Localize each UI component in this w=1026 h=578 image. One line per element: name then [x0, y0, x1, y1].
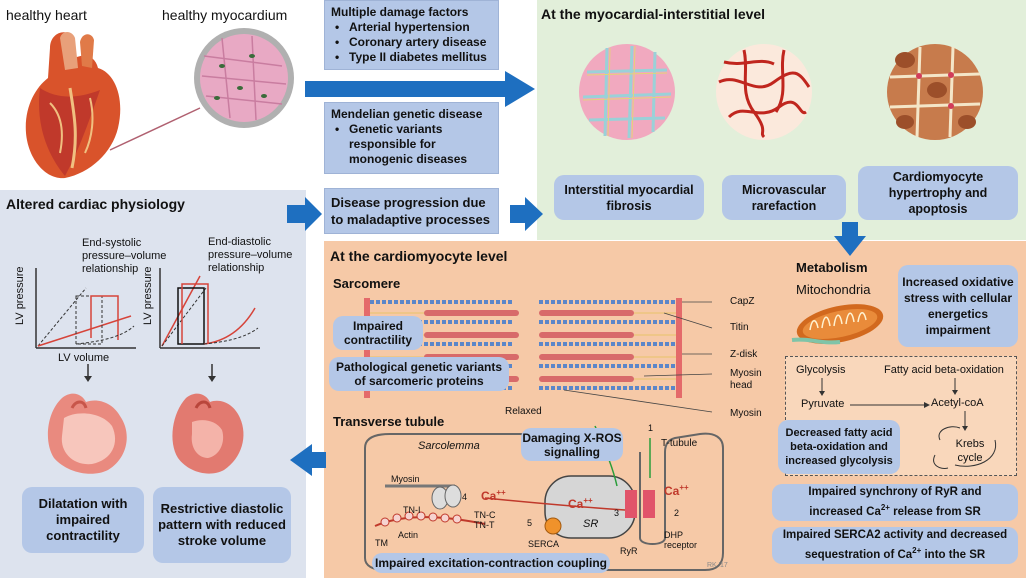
restrictive-heart-illustration	[172, 393, 244, 474]
krebs-label: Krebs cycle	[955, 438, 985, 464]
tt-tni: TN-I	[403, 505, 421, 515]
serca-line1: Impaired SERCA2 activity and decreased	[782, 529, 1008, 542]
graph2-label: End-diastolic pressure–volume relationsh…	[208, 236, 293, 274]
progression-text: Disease progression due to maladaptive p…	[331, 195, 490, 227]
oxidative-box: Increased oxidative stress with cellular…	[898, 265, 1018, 347]
progression-box: Disease progression due to maladaptive p…	[324, 188, 499, 234]
ryr-box: Impaired synchrony of RyR and increased …	[772, 484, 1018, 521]
tt-n4: 4	[462, 492, 468, 502]
mitochondria-illustration	[791, 304, 884, 345]
sarc-label-zdisk: Z-disk	[730, 349, 758, 360]
tt-ca-2: Ca++	[568, 496, 593, 511]
sarcolemma-label: Sarcolemma	[418, 440, 480, 452]
ttubule-label: T-tubule	[661, 438, 698, 449]
restrictive-label: Restrictive diastolic pattern with reduc…	[158, 501, 286, 548]
coupling-box: Impaired excitation-contraction coupling	[372, 553, 610, 573]
graph1-xlabel: LV volume	[58, 352, 110, 364]
physiology-title: Altered cardiac physiology	[6, 196, 185, 212]
sarcomere-title: Sarcomere	[333, 276, 401, 291]
tt-ca-1: Ca++	[481, 488, 506, 503]
pyruvate-label: Pyruvate	[801, 398, 845, 410]
tt-ca-3: Ca++	[664, 483, 689, 498]
tt-tm: TM	[375, 538, 388, 548]
ryr-line2: increased Ca2+ release from SR	[809, 503, 981, 518]
healthy-myocardium-label: healthy myocardium	[162, 7, 288, 23]
transverse-tubule-diagram	[364, 425, 724, 571]
ryr-line1: Impaired synchrony of RyR and	[808, 486, 982, 499]
hypertrophy-label-box: Cardiomyocyte hypertrophy and apoptosis	[858, 166, 1018, 220]
damage-item: Coronary artery disease	[331, 35, 492, 50]
dilatation-label: Dilatation with impaired contractility	[38, 496, 128, 543]
decreased-label: Decreased fatty acid beta-oxidation and …	[785, 427, 893, 467]
damaging-box: Damaging X-ROS signalling	[521, 428, 623, 461]
dilatation-box: Dilatation with impaired contractility	[22, 487, 144, 553]
pathological-box: Pathological genetic variants of sarcome…	[329, 357, 509, 391]
coupling-label: Impaired excitation-contraction coupling	[374, 556, 608, 570]
sarc-label-titin: Titin	[730, 322, 749, 333]
fatty-acid-label: Fatty acid beta-oxidation	[884, 364, 1004, 376]
restrictive-box: Restrictive diastolic pattern with reduc…	[153, 487, 291, 563]
damage-title: Multiple damage factors	[331, 5, 469, 19]
transverse-title: Transverse tubule	[333, 414, 445, 429]
sarc-label-myosin: Myosin	[730, 408, 762, 419]
tt-n3: 3	[614, 508, 620, 518]
acetyl-label: Acetyl-coA	[931, 397, 984, 409]
fibrosis-label-box: Interstitial myocardial fibrosis	[554, 175, 704, 220]
tt-n5: 5	[527, 518, 533, 528]
oxidative-label: Increased oxidative stress with cellular…	[902, 275, 1014, 337]
damage-factors-box: Multiple damage factors Arterial hyperte…	[324, 0, 499, 70]
main-arrow-icon	[287, 71, 866, 476]
graph1-ylabel: LV pressure	[14, 266, 26, 326]
myocardium-circle	[194, 28, 294, 128]
damage-item: Arterial hypertension	[331, 20, 492, 35]
metabolism-title: Metabolism	[796, 260, 868, 275]
tt-sr: SR	[583, 518, 599, 530]
tt-tnc: TN-C	[474, 510, 496, 520]
tt-dhp: DHP receptor	[664, 530, 698, 550]
tt-n2: 2	[674, 508, 680, 518]
tt-actin: Actin	[398, 530, 419, 540]
healthy-heart-label: healthy heart	[6, 7, 87, 23]
sarc-label-myosin-head: Myosin head	[730, 368, 762, 391]
heart-illustration	[25, 32, 121, 179]
decreased-box: Decreased fatty acid beta-oxidation and …	[778, 420, 900, 474]
metabolism-arrows	[819, 378, 997, 469]
microvascular-label-box: Microvascular rarefaction	[722, 175, 846, 220]
sarc-label-capz: CapZ	[730, 296, 755, 307]
heart-to-myocardium-arrow	[109, 107, 201, 151]
cardiomyocyte-title: At the cardiomyocyte level	[330, 248, 508, 264]
pathological-label: Pathological genetic variants of sarcome…	[335, 360, 503, 388]
dilated-heart-illustration	[47, 393, 127, 474]
mendelian-title: Mendelian genetic disease	[331, 107, 483, 121]
relaxed-label: Relaxed	[505, 406, 542, 417]
pv-graph-2	[159, 268, 260, 349]
hypertrophy-label: Cardiomyocyte hypertrophy and apoptosis	[888, 170, 988, 216]
mendelian-item: Genetic variants responsible for monogen…	[331, 122, 471, 167]
mitochondria-label: Mitochondria	[796, 282, 871, 297]
mendelian-box: Mendelian genetic disease Genetic varian…	[324, 102, 499, 174]
pv-graph-1	[35, 268, 136, 349]
tt-serca: SERCA	[528, 539, 560, 549]
tt-ryr: RyR	[620, 546, 638, 556]
tt-n1: 1	[648, 423, 654, 433]
tt-tnt: TN-T	[474, 520, 495, 530]
serca-line2: sequestration of Ca2+ into the SR	[804, 546, 986, 561]
tt-rk: RK '17	[707, 562, 728, 569]
tt-myosin: Myosin	[391, 474, 420, 484]
graph2-ylabel: LV pressure	[142, 266, 154, 326]
hypertrophy-circle	[887, 44, 983, 140]
microvascular-label: Microvascular rarefaction	[741, 182, 827, 213]
impaired-contractility-label: Impaired contractility	[343, 319, 412, 347]
serca-box: Impaired SERCA2 activity and decreased s…	[772, 527, 1018, 564]
graph1-label: End-systolic pressure–volume relationshi…	[82, 237, 167, 275]
fibrosis-label: Interstitial myocardial fibrosis	[564, 182, 694, 213]
fibrosis-circle	[579, 44, 675, 140]
microvascular-circle	[716, 44, 812, 140]
interstitial-title: At the myocardial-interstitial level	[541, 6, 766, 22]
damage-item: Type II diabetes mellitus	[331, 50, 492, 65]
glycolysis-label: Glycolysis	[796, 364, 846, 376]
damaging-label: Damaging X-ROS signalling	[522, 430, 622, 459]
impaired-contractility-box: Impaired contractility	[333, 316, 423, 350]
down-arrows	[84, 364, 216, 382]
